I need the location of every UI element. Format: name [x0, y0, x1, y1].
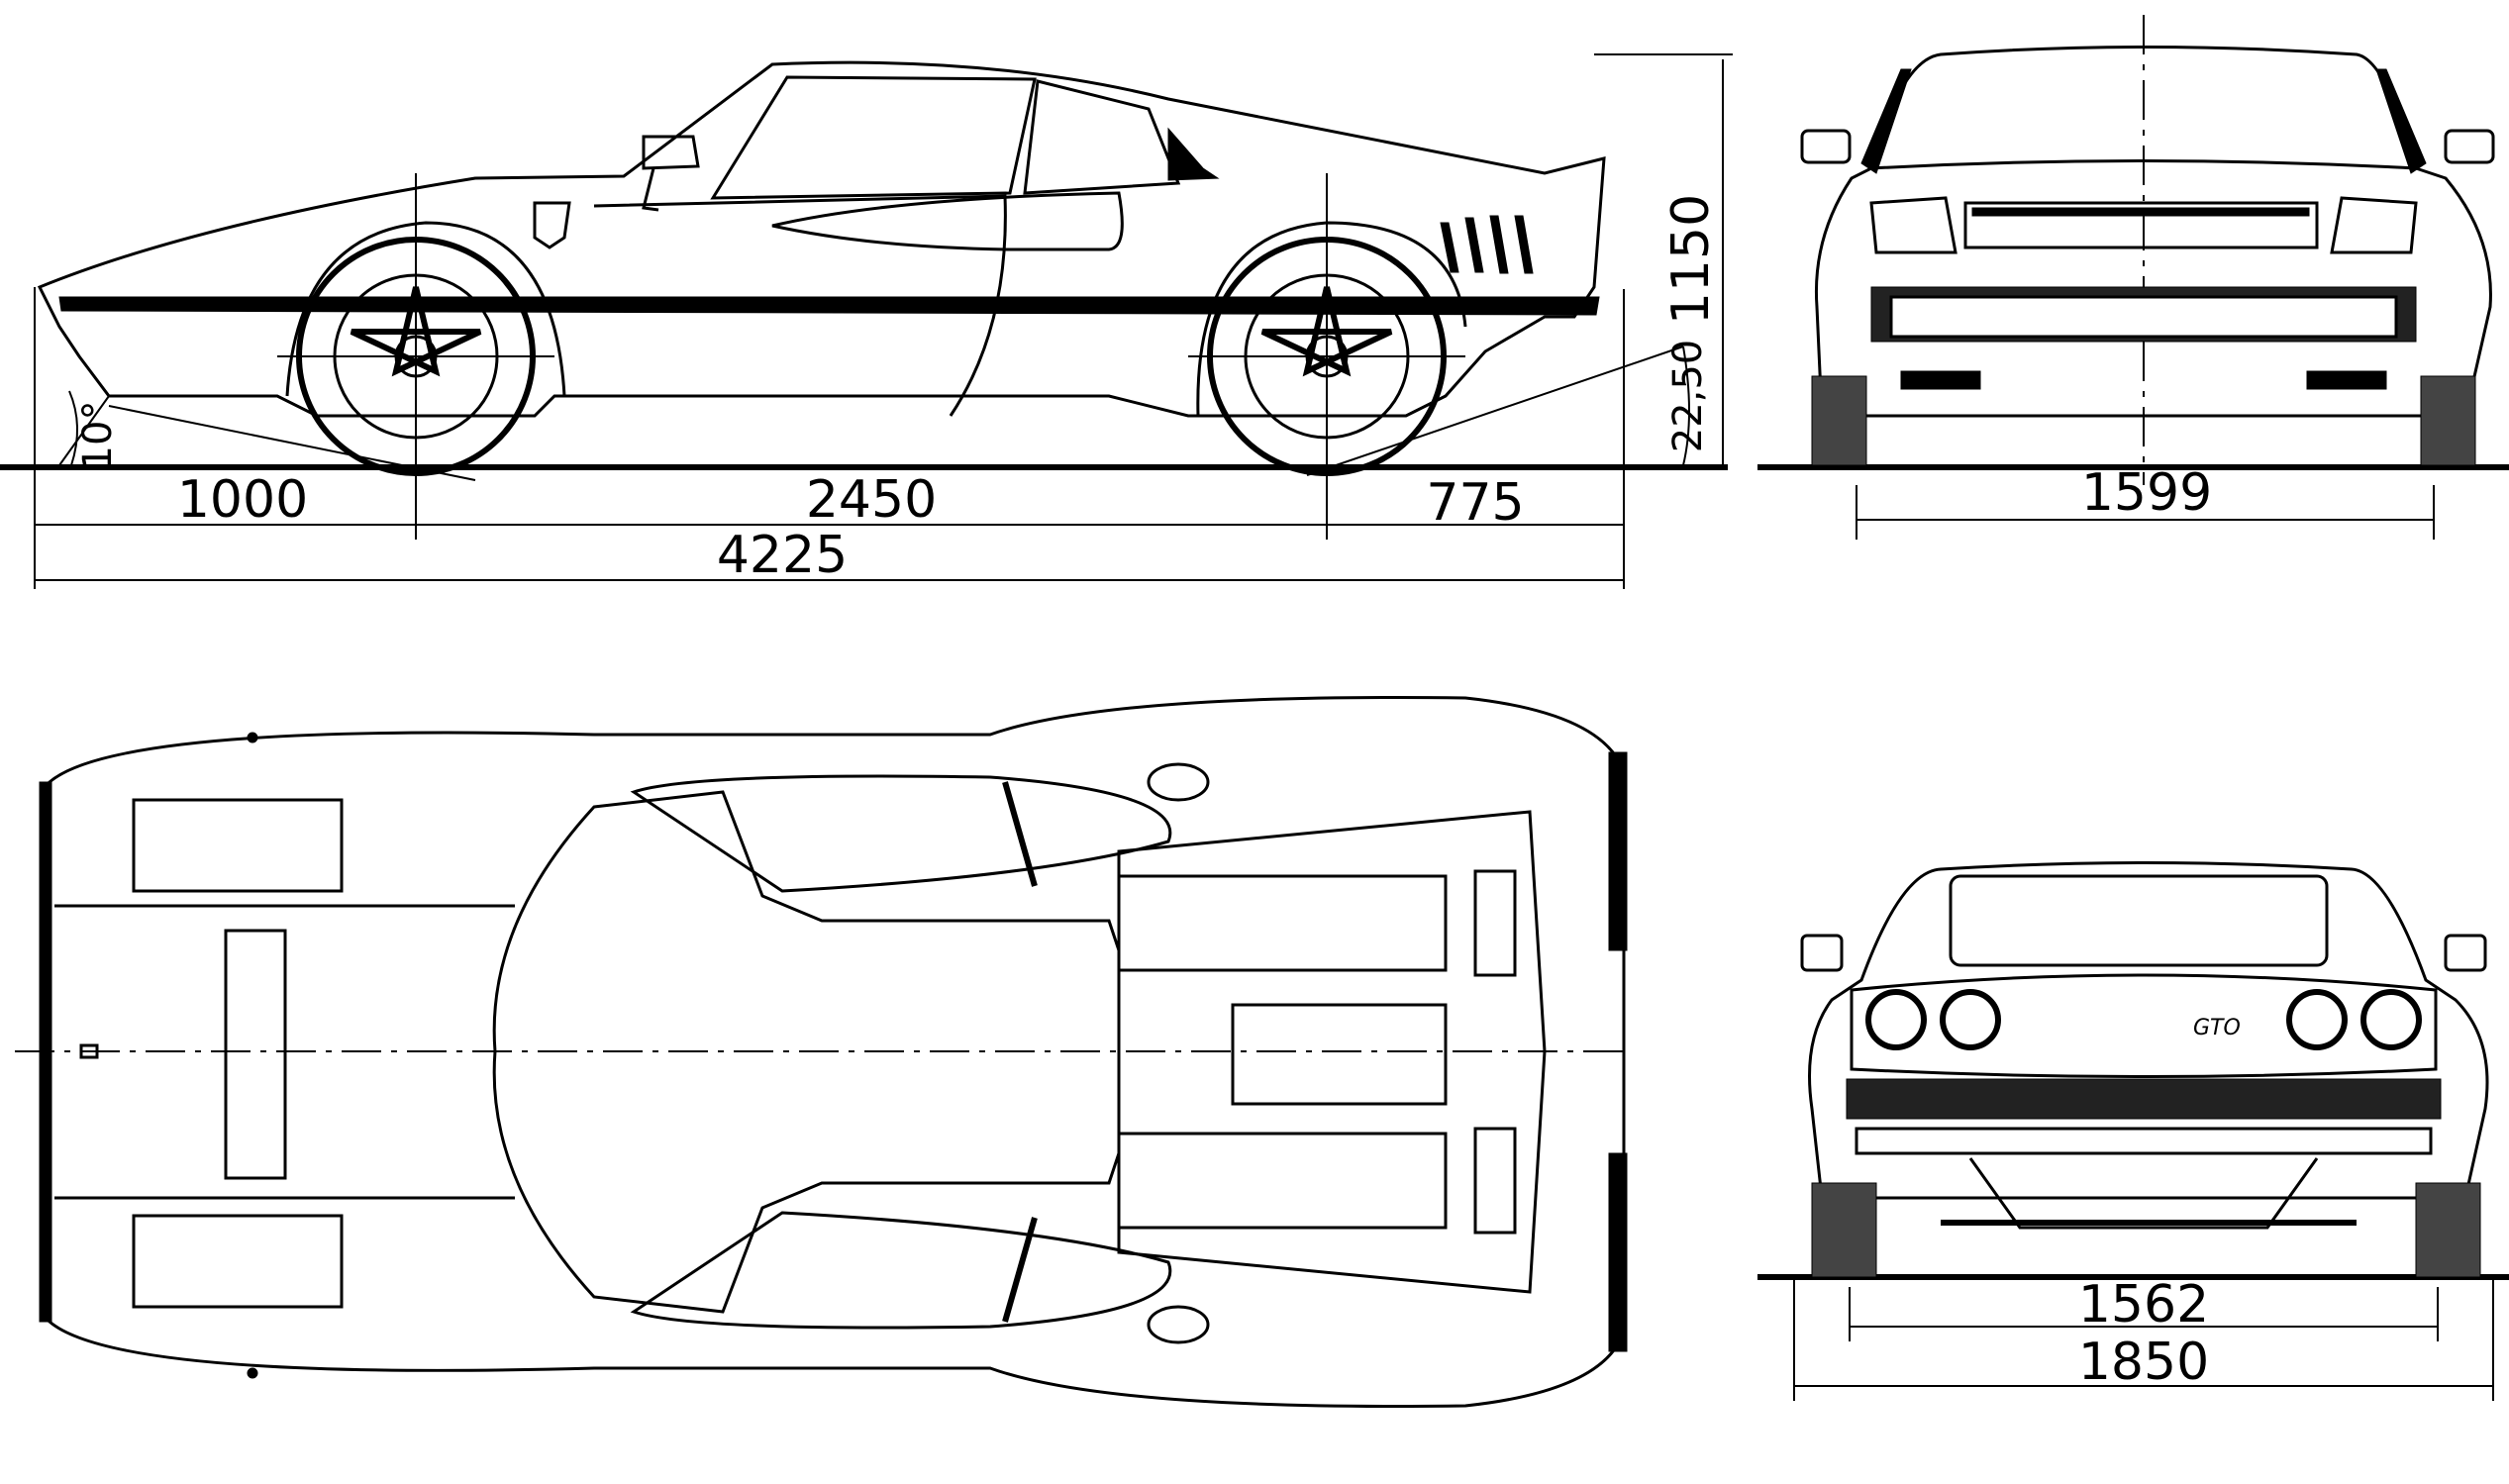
- dim-departure-angle: 22,50: [1665, 340, 1711, 453]
- dim-height: 1150: [1661, 194, 1721, 325]
- dim-approach-angle: 10°: [75, 401, 121, 471]
- side-view: 1000 2450 775 4225 1150 22,50 10°: [0, 53, 1733, 589]
- dim-length: 4225: [717, 526, 848, 585]
- dim-front-overhang: 1000: [177, 470, 308, 530]
- front-view: 1599: [1757, 15, 2509, 540]
- dim-rear-track: 1562: [2078, 1275, 2209, 1335]
- dim-front-track: 1599: [2081, 463, 2212, 523]
- dim-wheelbase: 2450: [806, 470, 937, 530]
- dim-width: 1850: [2078, 1333, 2209, 1392]
- rear-view: GTO 1562 1850: [1757, 861, 2509, 1401]
- dim-rear-overhang: 775: [1426, 473, 1524, 533]
- top-view: [15, 695, 1628, 1409]
- taillights: [1865, 989, 2422, 1050]
- rear-badge-gto: GTO: [2193, 1016, 2241, 1040]
